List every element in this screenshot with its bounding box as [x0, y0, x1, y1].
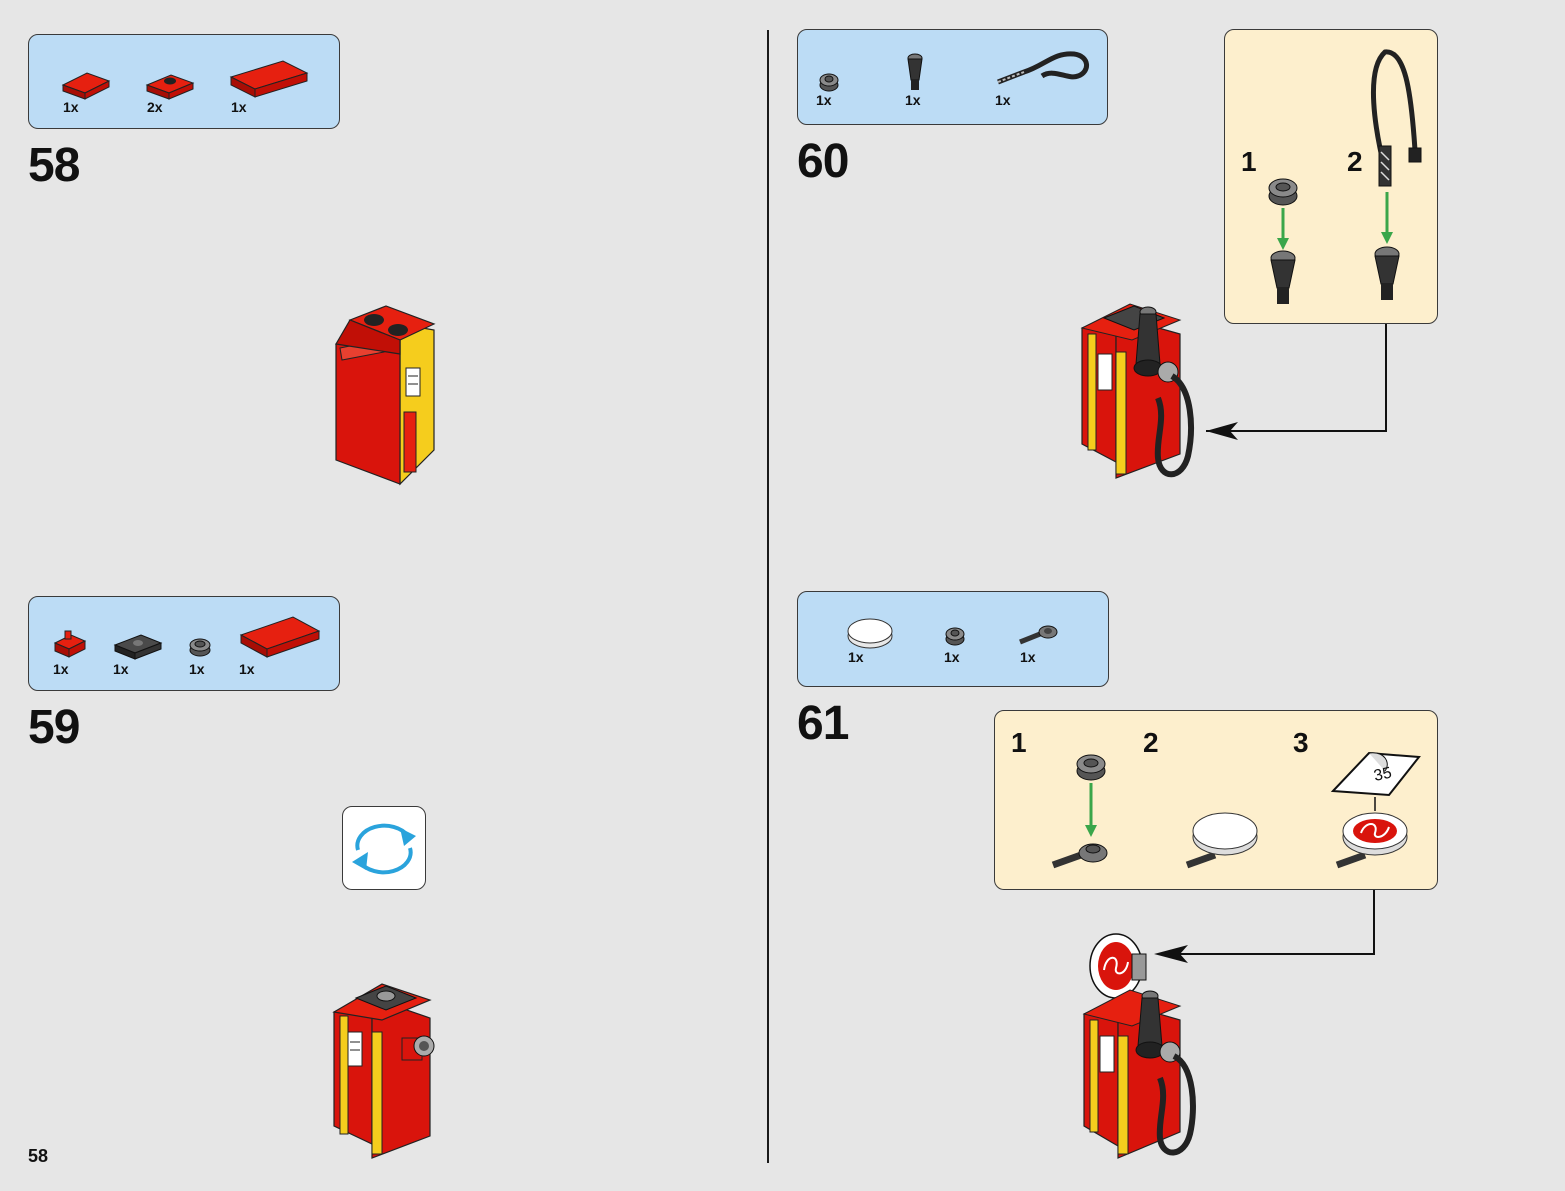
- part-qty: 1x: [944, 649, 960, 665]
- black-jumper-plate-1x2-icon: [113, 634, 163, 660]
- gas-pump-model-step-58: [335, 305, 436, 486]
- white-round-tile-2x2-icon: [847, 618, 893, 649]
- substep-number: 1: [1241, 146, 1257, 177]
- page-divider: [767, 30, 769, 1163]
- part-qty: 1x: [63, 99, 79, 115]
- red-tile-2x4-icon: [229, 60, 309, 98]
- submodel-callout-step-60: 1 2: [1224, 29, 1438, 324]
- gas-pump-model-step-59: [332, 983, 435, 1159]
- part-qty: 1x: [905, 92, 921, 108]
- part-qty: 1x: [189, 661, 205, 677]
- submodel-callout-step-61: 1 2 3 35: [994, 710, 1438, 890]
- gas-pump-model-step-60: [1080, 303, 1194, 479]
- step-number: 58: [28, 139, 80, 192]
- part-qty: 1x: [816, 92, 832, 108]
- step-number: 60: [797, 135, 849, 188]
- black-nozzle-cone-icon: [907, 53, 923, 90]
- parts-callout-step-60: 1x 1x 1x: [797, 29, 1108, 125]
- part-qty: 1x: [231, 99, 247, 115]
- substep-number: 2: [1347, 146, 1363, 177]
- part-qty: 1x: [53, 661, 69, 677]
- substep-number: 2: [1143, 727, 1159, 758]
- parts-callout-step-61: 1x 1x 1x: [797, 591, 1109, 687]
- red-clip-plate-icon: [53, 630, 87, 658]
- substep-number: 3: [1293, 727, 1309, 758]
- substep-number: 1: [1011, 727, 1027, 758]
- dark-grey-bar-holder-icon: [1019, 625, 1058, 645]
- page-number: 58: [28, 1146, 49, 1166]
- submodel-assembly-illustration: [1268, 49, 1422, 304]
- red-jumper-plate-icon: [145, 74, 195, 100]
- dark-grey-round-plate-icon: [819, 73, 839, 92]
- black-flexible-hose-icon: [997, 51, 1089, 85]
- parts-callout-step-59: 1x 1x 1x 1x: [28, 596, 340, 691]
- dark-grey-round-plate-icon: [189, 638, 211, 657]
- callout-arrow: [1206, 324, 1387, 440]
- part-qty: 1x: [239, 661, 255, 677]
- part-qty: 1x: [848, 649, 864, 665]
- step-number: 59: [28, 701, 80, 754]
- sticker-label: 35: [1372, 765, 1393, 785]
- red-tile-1x2-icon: [61, 72, 111, 100]
- step-number: 61: [797, 697, 849, 750]
- part-qty: 1x: [113, 661, 129, 677]
- submodel-assembly-illustration: 35: [1051, 751, 1421, 869]
- dark-grey-round-plate-icon: [945, 627, 965, 646]
- part-qty: 2x: [147, 99, 163, 115]
- callout-arrow: [1154, 890, 1375, 963]
- rotate-model-icon: [342, 806, 426, 890]
- gas-pump-model-step-61: [1082, 933, 1196, 1159]
- red-tile-2x4-icon: [239, 616, 321, 658]
- parts-callout-step-58: 1x 2x 1x: [28, 34, 340, 129]
- part-qty: 1x: [995, 92, 1011, 108]
- part-qty: 1x: [1020, 649, 1036, 665]
